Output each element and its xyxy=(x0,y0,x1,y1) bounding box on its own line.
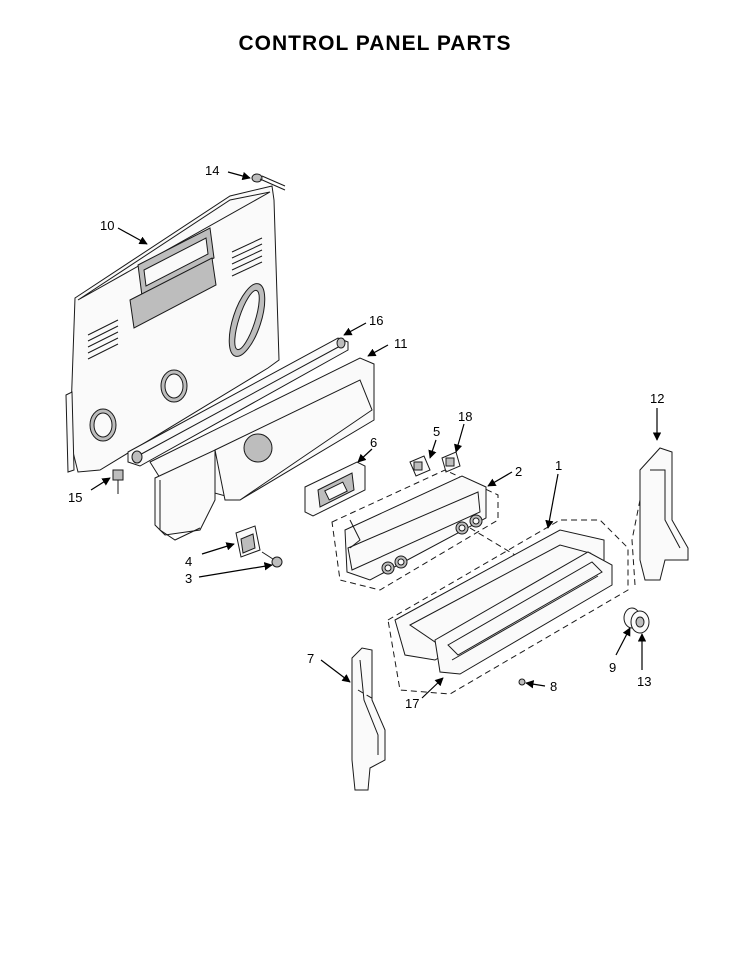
screw-part-8 xyxy=(518,678,526,686)
callout-7: 7 xyxy=(307,651,314,666)
callout-14: 14 xyxy=(205,163,219,178)
trim-strip-part-16 xyxy=(127,337,349,467)
end-bracket-part-7 xyxy=(351,647,386,791)
switch-part-5 xyxy=(409,455,431,477)
callout-17: 17 xyxy=(405,696,419,711)
control-board-part-6 xyxy=(304,461,366,517)
callout-11: 11 xyxy=(394,336,408,351)
screw-part-3 xyxy=(261,551,283,568)
rear-panel-part-10 xyxy=(65,185,280,473)
callout-16: 16 xyxy=(369,313,383,328)
callout-9: 9 xyxy=(609,660,616,675)
callout-8: 8 xyxy=(550,679,557,694)
callout-2: 2 xyxy=(515,464,522,479)
callout-18: 18 xyxy=(458,409,472,424)
knob-part-13 xyxy=(630,610,650,634)
end-bracket-part-12 xyxy=(631,447,689,586)
callouts: 14 10 16 11 18 5 6 12 1 2 15 4 3 7 9 13 … xyxy=(68,163,664,711)
callout-12: 12 xyxy=(650,391,664,406)
support-bracket-part-11 xyxy=(149,357,375,541)
screw-part-15 xyxy=(112,469,124,494)
front-panel-part-1 xyxy=(387,519,629,695)
callout-6: 6 xyxy=(370,435,377,450)
screw-part-14 xyxy=(251,173,286,191)
callout-1: 1 xyxy=(555,458,562,473)
control-panel-part-2 xyxy=(331,469,521,591)
callout-13: 13 xyxy=(637,674,651,689)
callout-3: 3 xyxy=(185,571,192,586)
leader-lines xyxy=(90,171,662,699)
callout-4: 4 xyxy=(185,554,192,569)
page-title: CONTROL PANEL PARTS xyxy=(238,32,512,55)
inner-frame-part-17 xyxy=(434,551,613,675)
callout-10: 10 xyxy=(100,218,114,233)
callout-5: 5 xyxy=(433,424,440,439)
switch-part-18 xyxy=(441,451,461,473)
infinite-switch-part-4 xyxy=(235,525,261,558)
callout-15: 15 xyxy=(68,490,82,505)
